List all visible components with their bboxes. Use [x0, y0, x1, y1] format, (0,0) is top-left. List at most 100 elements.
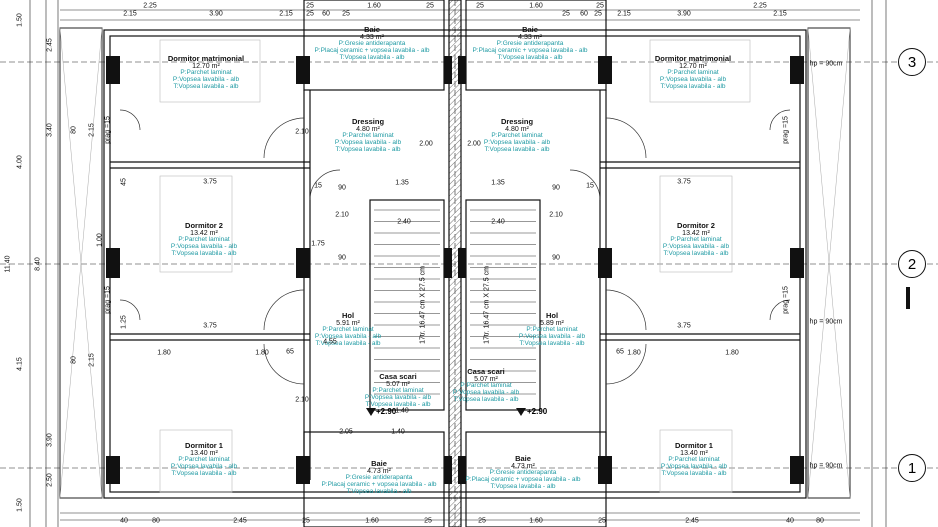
- dim-bottom: 40: [786, 517, 794, 525]
- dim-bottom: 2.45: [685, 517, 699, 525]
- dim-top-2: 2.25: [753, 2, 767, 10]
- parapet-note: prag =15: [104, 116, 112, 144]
- room-finish: T:Vopsea lavabila - alb: [490, 482, 556, 490]
- dim-misc: 90: [552, 184, 560, 192]
- room-finish: T:Vopsea lavabila - alb: [484, 145, 550, 153]
- room-finish: P:Vopsea lavabila - alb: [662, 243, 730, 251]
- dim-top: 60: [322, 10, 330, 18]
- dim-misc: 90: [552, 254, 560, 262]
- dim-top-2: 25: [426, 2, 434, 10]
- room-finish: P:Parchet laminat: [178, 236, 230, 244]
- dim-bottom: 25: [424, 517, 432, 525]
- room-finish: T:Vopsea lavabila - alb: [660, 82, 726, 90]
- dim-misc: 1.80: [157, 349, 171, 357]
- sill-height-note: hp = 90cm: [809, 318, 843, 326]
- dim-top: 25: [594, 10, 602, 18]
- room-area: 12.70 m²: [679, 62, 707, 70]
- stair-label-right: 17tr. 16.47 cm X 27.5 cm: [483, 266, 491, 344]
- dim-center: 2.10: [295, 128, 309, 136]
- columns: [106, 56, 804, 484]
- room-name: Baie: [364, 25, 380, 34]
- dim-bottom: 80: [152, 517, 160, 525]
- room-name: Dressing: [351, 117, 385, 126]
- dim-left-window: 80: [70, 126, 78, 134]
- room-finish: P:Vopsea lavabila - alb: [334, 139, 402, 147]
- dim-left-inner: 3.40: [46, 123, 54, 137]
- dim-bottom: 2.45: [233, 517, 247, 525]
- dim-bottom: 1.60: [529, 517, 543, 525]
- dim-misc: 3.75: [677, 178, 691, 186]
- dim-center: 1.40: [391, 428, 405, 436]
- dim-misc: 3.75: [203, 322, 217, 330]
- room-finish: P:Vopsea lavabila - alb: [452, 389, 520, 397]
- sill-height-note: hp = 90cm: [809, 60, 843, 68]
- dim-misc: 1.80: [725, 349, 739, 357]
- dim-center: 1.35: [491, 179, 505, 187]
- room-area: 4.73 m²: [511, 462, 535, 470]
- room-finish: P:Vopsea lavabila - alb: [314, 333, 382, 341]
- room-finish: P:Placaj ceramic + vopsea lavabila - alb: [321, 481, 437, 489]
- dim-left-window: 1.00: [96, 233, 104, 247]
- dim-bottom: 25: [302, 517, 310, 525]
- room-finish: P:Parchet laminat: [180, 69, 232, 77]
- dim-top-2: 1.60: [367, 2, 381, 10]
- dim-left-outer: 11.40: [4, 255, 12, 273]
- room-finish: T:Vopsea lavabila - alb: [339, 53, 405, 61]
- dim-misc: 90: [338, 184, 346, 192]
- room-area: 5.89 m²: [540, 319, 564, 327]
- dim-top: 25: [562, 10, 570, 18]
- dim-top: 2.15: [773, 10, 787, 18]
- room-name: Dormitor matrimonial: [654, 54, 732, 63]
- room-name: Dormitor 1: [185, 441, 223, 450]
- dim-misc: 1.80: [627, 349, 641, 357]
- dim-top: 2.15: [617, 10, 631, 18]
- dim-misc: 65: [286, 348, 294, 356]
- room-name: Hol: [545, 311, 559, 320]
- room-finish: P:Placaj ceramic + vopsea lavabila - alb: [472, 47, 588, 55]
- room-finish: P:Vopsea lavabila - alb: [660, 463, 728, 471]
- room-finish: T:Vopsea lavabila - alb: [315, 339, 381, 347]
- dim-top: 60: [580, 10, 588, 18]
- dim-misc: 90: [338, 254, 346, 262]
- dim-left-window: 1.25: [120, 315, 128, 329]
- room-finish: T:Vopsea lavabila - alb: [171, 469, 237, 477]
- dim-left-inner: 3.90: [46, 433, 54, 447]
- room-area: 4.73 m²: [367, 467, 391, 475]
- dim-misc: 15: [586, 182, 594, 190]
- dim-left-outer: 1.50: [16, 13, 24, 27]
- dim-bottom: 25: [598, 517, 606, 525]
- dim-left-outer: 4.15: [16, 357, 24, 371]
- room-finish: T:Vopsea lavabila - alb: [661, 469, 727, 477]
- dim-center: 2.10: [295, 396, 309, 404]
- room-finish: P:Vopsea lavabila - alb: [170, 463, 238, 471]
- room-finish: P:Parchet laminat: [460, 382, 512, 390]
- dim-center: 1.40: [395, 407, 409, 415]
- sill-height-note: hp = 90cm: [809, 462, 843, 470]
- section-mark: [906, 287, 910, 309]
- room-finish: T:Vopsea lavabila - alb: [346, 487, 412, 495]
- room-finish: T:Vopsea lavabila - alb: [497, 53, 563, 61]
- room-finish: P:Parchet laminat: [342, 132, 394, 140]
- dim-center: 2.10: [335, 211, 349, 219]
- room-name: Dormitor matrimonial: [167, 54, 245, 63]
- room-finish: P:Gresie antiderapanta: [496, 40, 564, 48]
- room-area: 4.33 m²: [518, 33, 542, 41]
- room-name: Dormitor 2: [677, 221, 715, 230]
- elevation-left: +2.90: [376, 407, 397, 416]
- room-name: Casa scari: [379, 372, 417, 381]
- room-finish: P:Vopsea lavabila - alb: [172, 76, 240, 84]
- room-area: 13.42 m²: [682, 229, 710, 237]
- dim-top-2: 2.25: [143, 2, 157, 10]
- dim-left-window: 45: [120, 178, 128, 186]
- room-finish: P:Vopsea lavabila - alb: [659, 76, 727, 84]
